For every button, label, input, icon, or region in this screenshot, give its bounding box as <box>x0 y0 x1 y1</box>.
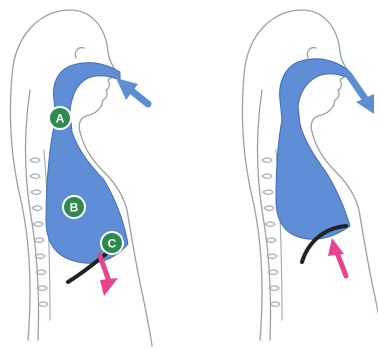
label-b: B <box>70 201 79 215</box>
air-inflow-arrow <box>116 78 148 104</box>
air-outflow-arrow <box>348 74 374 114</box>
diaphragm-down-arrow <box>100 256 118 296</box>
lungs-right <box>276 59 350 240</box>
exhale-panel <box>242 10 378 346</box>
label-b-badge: B <box>63 196 85 218</box>
inhale-panel: A B C <box>10 10 152 346</box>
label-a: A <box>56 112 65 126</box>
label-a-badge: A <box>49 107 71 129</box>
diaphragm-up-arrow <box>328 238 346 276</box>
label-c-badge: C <box>101 232 123 254</box>
label-c: C <box>108 237 117 251</box>
